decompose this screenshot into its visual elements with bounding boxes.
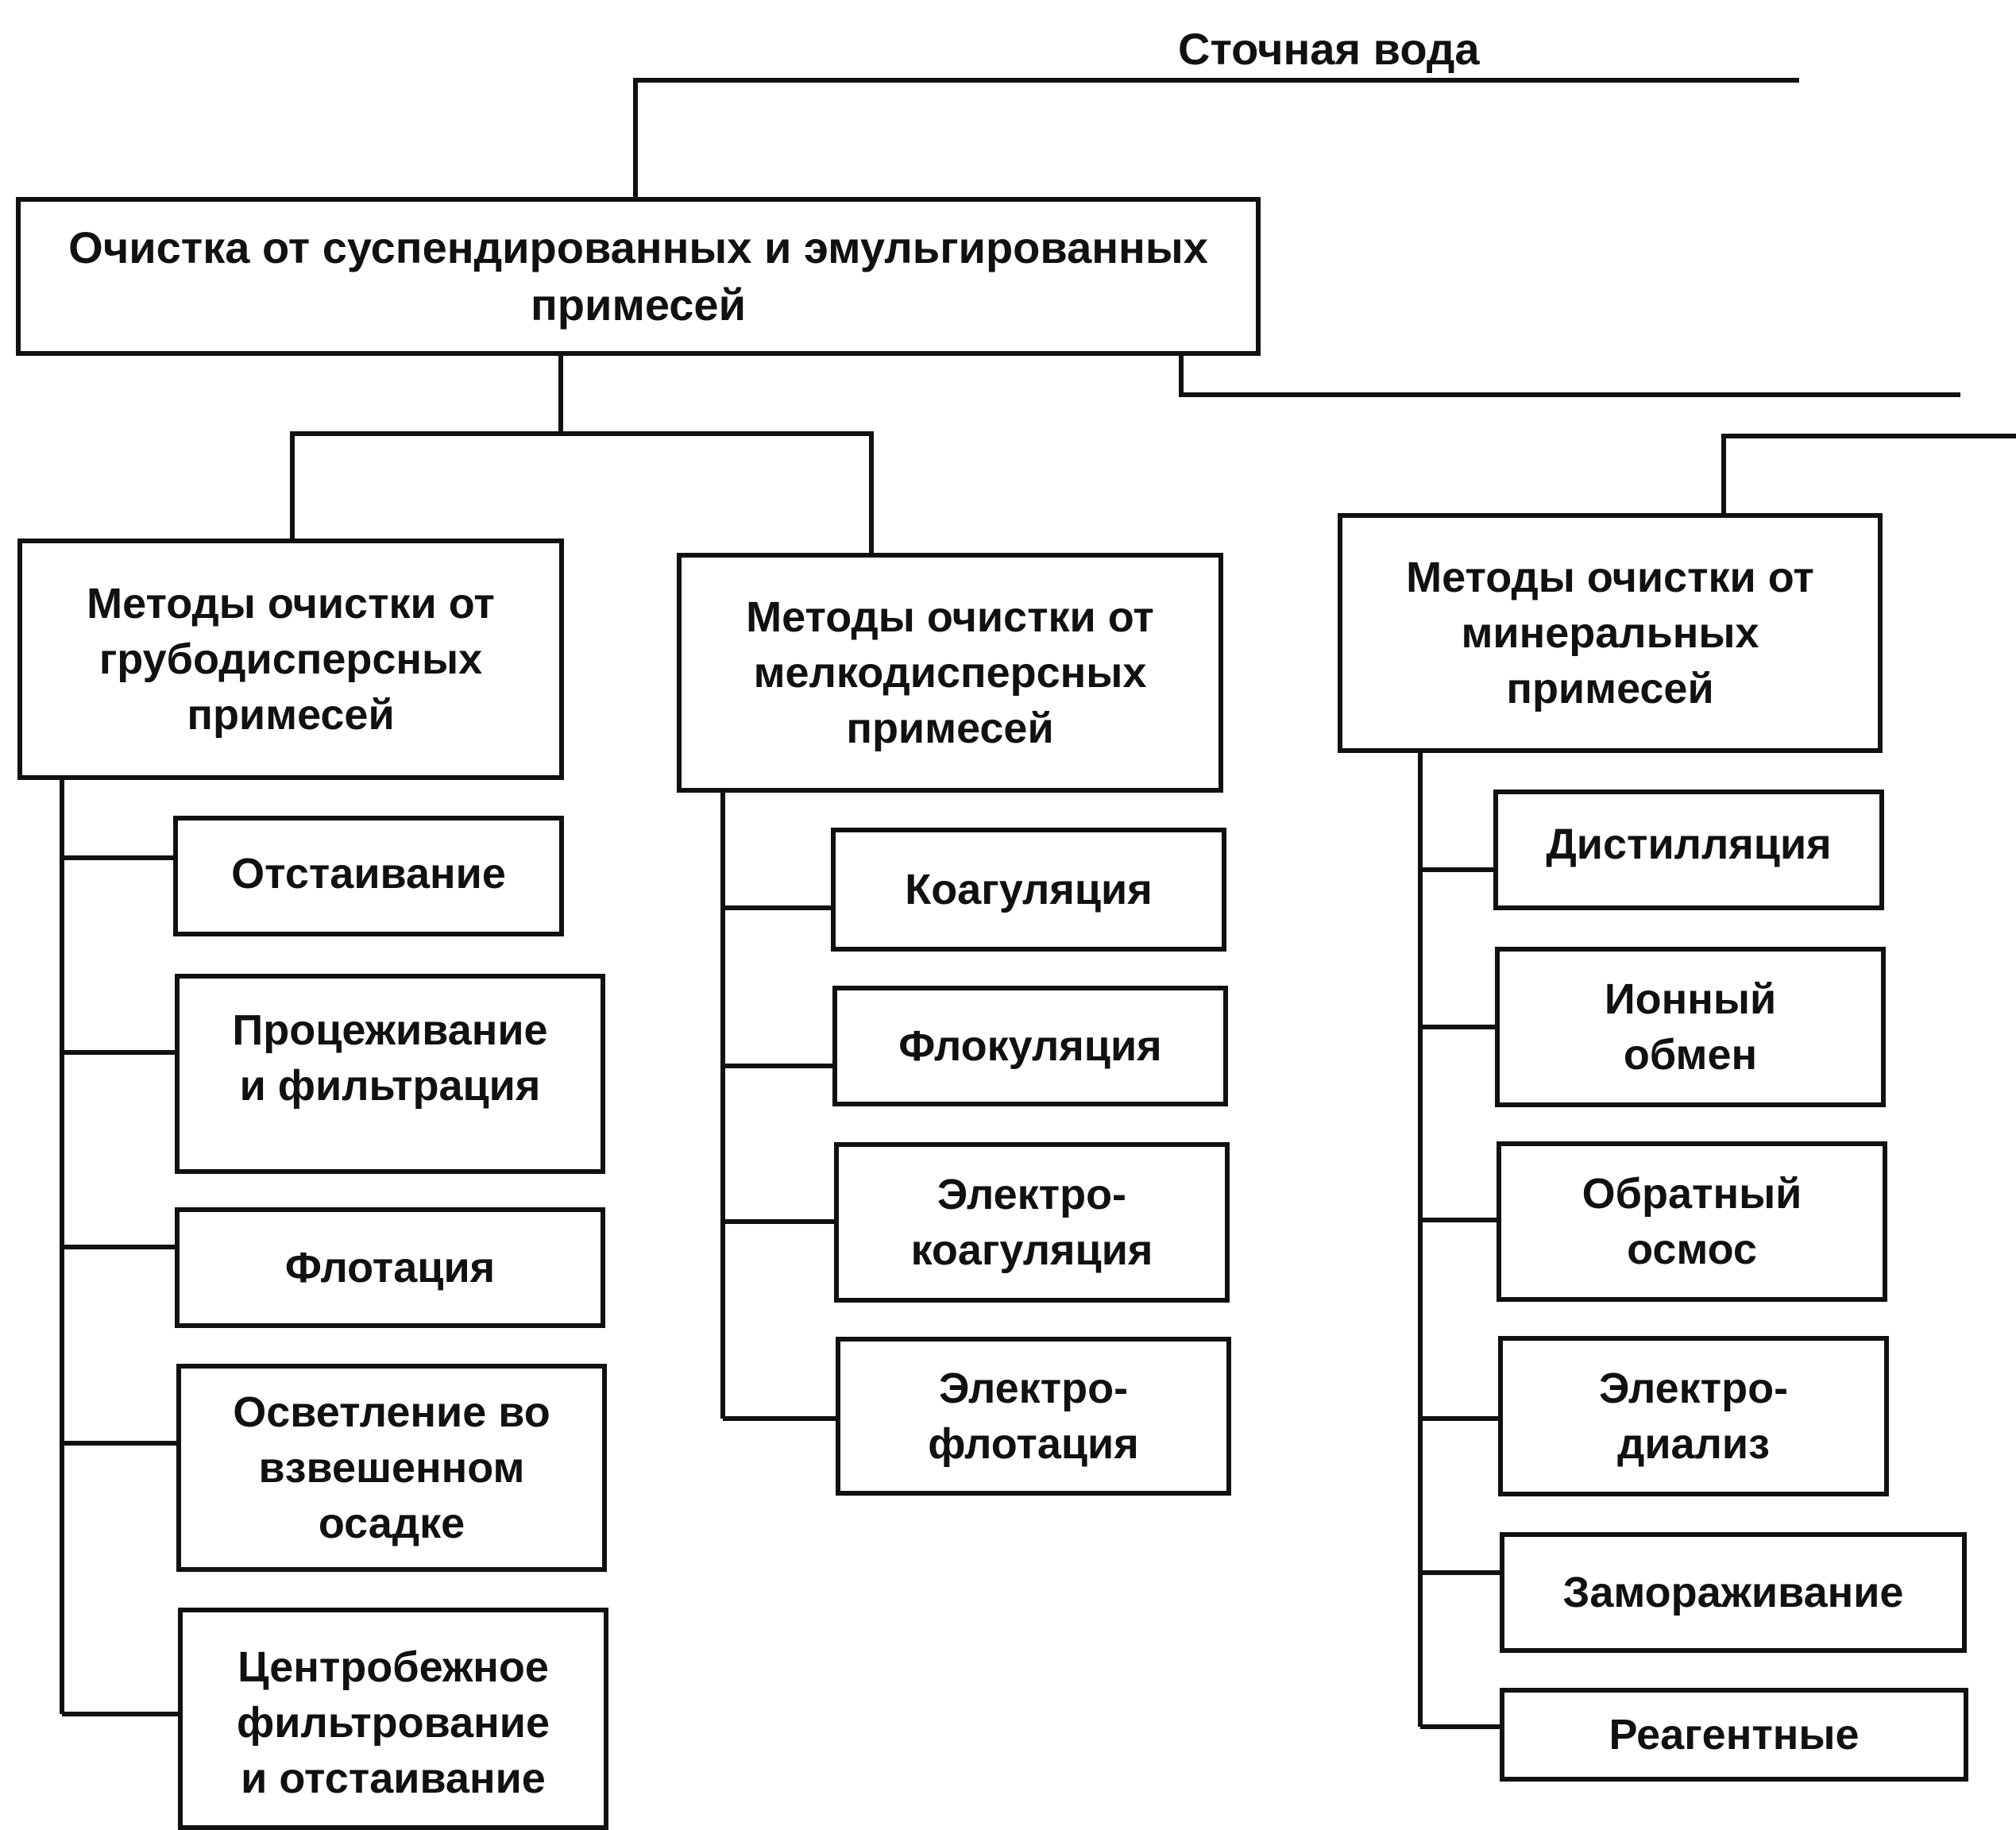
main-box: Очистка от суспендированных и эмульгиров… (16, 197, 1261, 356)
item-reverse-osmosis: Обратный осмос (1497, 1141, 1887, 1302)
group-mineral-title: Методы очистки от минеральных примесей (1338, 513, 1883, 753)
item-flocculation: Флокуляция (832, 986, 1228, 1106)
root-label: Сточная вода (1178, 24, 1480, 74)
item-ion-exchange: Ионный обмен (1495, 947, 1886, 1107)
item-clarification: Осветление во взвешенном осадке (176, 1364, 607, 1572)
item-centrifugal: Центробежное фильтрование и отстаивание (178, 1608, 608, 1830)
connector-main-right (1179, 354, 1960, 397)
item-electroflotation: Электро- флотация (836, 1337, 1231, 1496)
item-distillation: Дистилляция (1493, 790, 1884, 910)
connector-split (290, 431, 874, 554)
group-fine-title: Методы очистки от мелкодисперсных примес… (677, 553, 1223, 793)
connector-mineral (1721, 434, 2016, 515)
group-coarse-title: Методы очистки от грубодисперсных примес… (17, 539, 564, 780)
item-straining-filtration: Процеживание и фильтрация (175, 974, 605, 1174)
item-freezing: Замораживание (1500, 1532, 1967, 1653)
item-settling: Отстаивание (173, 816, 564, 936)
item-coagulation: Коагуляция (831, 828, 1226, 952)
item-flotation: Флотация (175, 1207, 605, 1328)
item-reagent: Реагентные (1500, 1688, 1968, 1782)
item-electrocoagulation: Электро- коагуляция (834, 1142, 1230, 1303)
connector-root-main (633, 78, 1799, 199)
item-electrodialysis: Электро- диализ (1498, 1336, 1889, 1496)
